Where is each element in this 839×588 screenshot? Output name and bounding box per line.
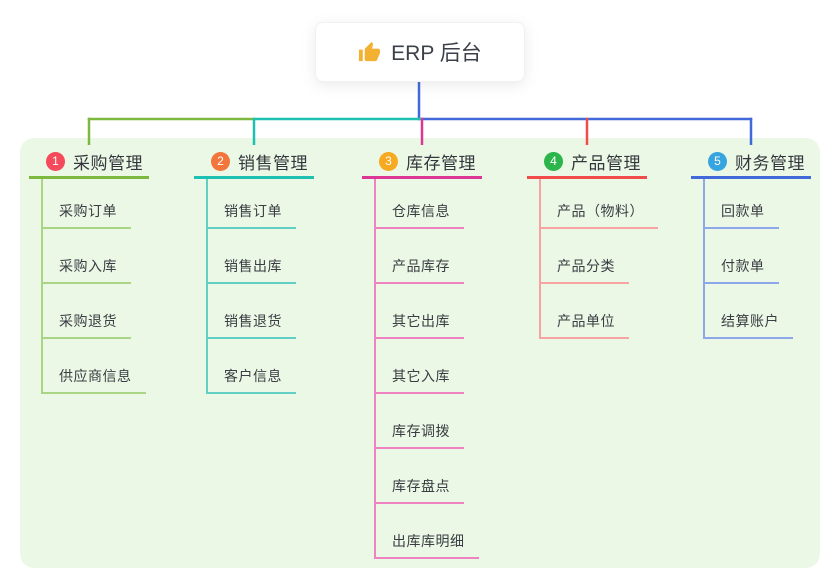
leaf-node[interactable]: 产品（物料） [541, 179, 658, 229]
leaf-node[interactable]: 产品库存 [376, 229, 479, 284]
branch-index-badge: 4 [544, 151, 563, 171]
root-title: ERP 后台 [391, 42, 482, 65]
leaf-node[interactable]: 其它出库 [376, 284, 479, 339]
branch-column: 1 采购管理采购订单采购入库采购退货供应商信息 [29, 146, 199, 394]
branch-label: 产品管理 [571, 153, 641, 173]
branch-children-group: 回款单付款单结算账户 [703, 179, 793, 339]
leaf-label: 产品分类 [541, 256, 629, 284]
leaf-node[interactable]: 其它入库 [376, 339, 479, 394]
branch-index-badge: 3 [379, 151, 398, 171]
leaf-node[interactable]: 客户信息 [208, 339, 296, 394]
leaf-node[interactable]: 付款单 [705, 229, 793, 284]
branch-label: 库存管理 [406, 153, 476, 173]
leaf-node[interactable]: 库存调拨 [376, 394, 479, 449]
leaf-node[interactable]: 仓库信息 [376, 179, 479, 229]
leaf-label: 销售退货 [208, 311, 296, 339]
leaf-node[interactable]: 采购订单 [43, 179, 146, 229]
root-node[interactable]: ERP 后台 [315, 22, 525, 82]
leaf-label: 采购订单 [43, 201, 131, 229]
branch-column: 3 库存管理仓库信息产品库存其它出库其它入库库存调拨库存盘点出库库明细 [362, 146, 532, 559]
leaf-label: 采购退货 [43, 311, 131, 339]
leaf-label: 库存盘点 [376, 476, 464, 504]
leaf-label: 产品库存 [376, 256, 464, 284]
branch-node[interactable]: 2 销售管理 [194, 146, 314, 179]
branch-index-badge: 5 [708, 151, 727, 171]
branch-children-group: 仓库信息产品库存其它出库其它入库库存调拨库存盘点出库库明细 [374, 179, 479, 559]
leaf-label: 产品（物料） [541, 201, 658, 229]
leaf-node[interactable]: 销售退货 [208, 284, 296, 339]
branch-children-group: 采购订单采购入库采购退货供应商信息 [41, 179, 146, 394]
leaf-label: 产品单位 [541, 311, 629, 339]
leaf-label: 其它入库 [376, 366, 464, 394]
branch-label: 财务管理 [735, 153, 805, 173]
leaf-label: 出库库明细 [376, 531, 479, 559]
leaf-label: 其它出库 [376, 311, 464, 339]
branch-children-group: 销售订单销售出库销售退货客户信息 [206, 179, 296, 394]
branch-node[interactable]: 4 产品管理 [527, 146, 647, 179]
branch-node[interactable]: 1 采购管理 [29, 146, 149, 179]
branch-column: 2 销售管理销售订单销售出库销售退货客户信息 [194, 146, 364, 394]
branch-column: 4 产品管理产品（物料） 产品分类产品单位 [527, 146, 697, 339]
leaf-label: 采购入库 [43, 256, 131, 284]
leaf-label: 付款单 [705, 256, 779, 284]
branch-index-badge: 2 [211, 151, 230, 171]
leaf-label: 销售出库 [208, 256, 296, 284]
leaf-node[interactable]: 产品分类 [541, 229, 658, 284]
branches-panel [20, 138, 820, 568]
leaf-node[interactable]: 出库库明细 [376, 504, 479, 559]
thumbs-up-icon [359, 41, 381, 61]
branch-index-badge: 1 [46, 151, 65, 171]
leaf-node[interactable]: 供应商信息 [43, 339, 146, 394]
leaf-node[interactable]: 采购退货 [43, 284, 146, 339]
leaf-label: 结算账户 [705, 311, 793, 339]
leaf-label: 供应商信息 [43, 366, 146, 394]
branch-node[interactable]: 5 财务管理 [691, 146, 811, 179]
leaf-label: 销售订单 [208, 201, 296, 229]
leaf-node[interactable]: 销售出库 [208, 229, 296, 284]
leaf-node[interactable]: 销售订单 [208, 179, 296, 229]
leaf-label: 仓库信息 [376, 201, 464, 229]
leaf-label: 回款单 [705, 201, 779, 229]
leaf-node[interactable]: 采购入库 [43, 229, 146, 284]
branch-children-group: 产品（物料） 产品分类产品单位 [539, 179, 658, 339]
branch-label: 销售管理 [238, 153, 308, 173]
leaf-label: 客户信息 [208, 366, 296, 394]
branch-node[interactable]: 3 库存管理 [362, 146, 482, 179]
branch-label: 采购管理 [73, 153, 143, 173]
leaf-label: 库存调拨 [376, 421, 464, 449]
leaf-node[interactable]: 回款单 [705, 179, 793, 229]
leaf-node[interactable]: 产品单位 [541, 284, 658, 339]
leaf-node[interactable]: 结算账户 [705, 284, 793, 339]
branch-column: 5 财务管理回款单付款单结算账户 [691, 146, 839, 339]
leaf-node[interactable]: 库存盘点 [376, 449, 479, 504]
